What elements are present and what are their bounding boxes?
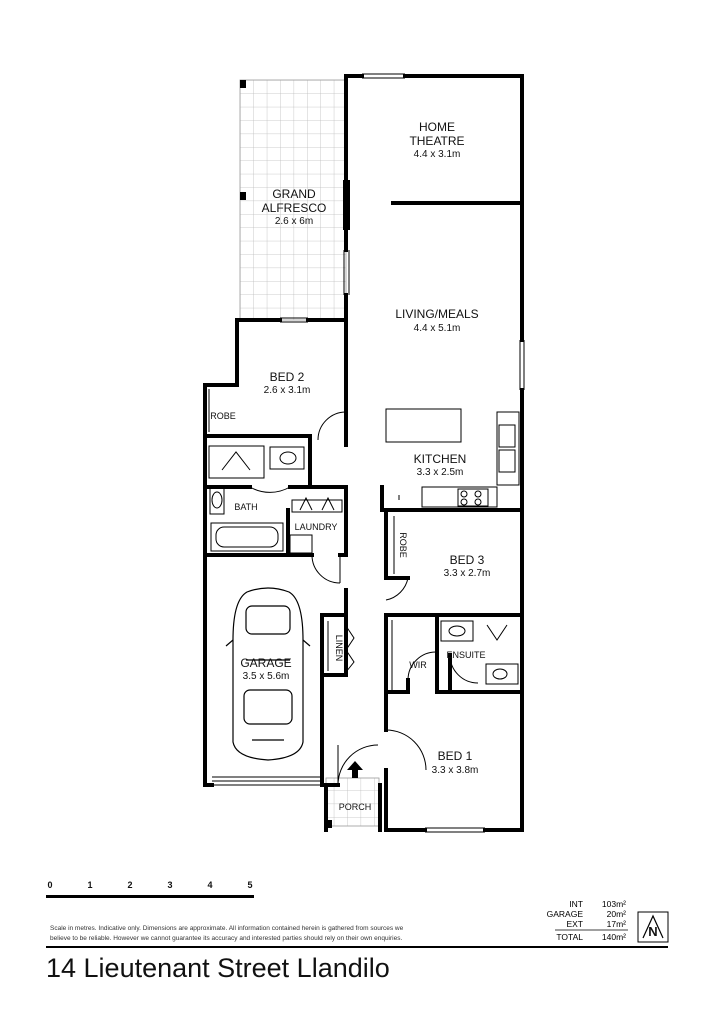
bathroom-fixtures	[208, 445, 519, 685]
scale-tick-label: 3	[167, 880, 172, 890]
garage-label: GARAGE	[240, 656, 291, 670]
scale-tick-label: 2	[127, 880, 132, 890]
wir-label: WIR	[409, 660, 427, 670]
columns	[240, 80, 350, 828]
area-summary: INT 103m² GARAGE 20m² EXT 17m² TOTAL 140…	[547, 899, 628, 942]
entry-arrow-icon	[347, 761, 363, 778]
kitchen-label: KITCHEN	[414, 452, 467, 466]
bath-label: BATH	[234, 502, 257, 512]
area-garage-label: GARAGE	[547, 909, 584, 919]
area-garage-value: 20m²	[607, 909, 627, 919]
home-theatre-dims: 4.4 x 3.1m	[414, 149, 461, 160]
door-swings	[249, 411, 479, 786]
robe-bed2-label: ROBE	[210, 411, 236, 421]
area-int-value: 103m²	[602, 899, 626, 909]
car-outline	[225, 587, 311, 761]
scale-tick-label: 1	[87, 880, 92, 890]
area-int-label: INT	[569, 899, 583, 909]
scale-tick-label: 4	[207, 880, 212, 890]
grand-alfresco-label: GRAND	[272, 187, 316, 201]
storage-details	[208, 389, 395, 690]
scale-tick-label: 5	[247, 880, 252, 890]
north-letter: N	[648, 924, 657, 939]
north-arrow-icon: N	[637, 911, 669, 943]
bed1-label: BED 1	[438, 749, 473, 763]
scale-bar: 0 1 2 3 4 5	[46, 880, 254, 898]
robe-bed3-label: ROBE	[398, 532, 408, 558]
bed2-dims: 2.6 x 3.1m	[264, 385, 311, 396]
bed3-label: BED 3	[450, 553, 485, 567]
bed2-label: BED 2	[270, 370, 305, 384]
kitchen-dims: 3.3 x 2.5m	[417, 467, 464, 478]
laundry-label: LAUNDRY	[295, 522, 338, 532]
windows	[212, 73, 525, 833]
area-ext-label: EXT	[566, 919, 583, 929]
linen-label: LINEN	[334, 635, 344, 662]
address-title: 14 Lieutenant Street Llandilo	[46, 953, 390, 983]
garage-dims: 3.5 x 5.6m	[243, 671, 290, 682]
scale-tick-label: 0	[47, 880, 52, 890]
living-meals-dims: 4.4 x 5.1m	[414, 323, 461, 334]
walls	[203, 74, 524, 832]
area-total-label: TOTAL	[556, 932, 583, 942]
area-total-value: 140m²	[602, 932, 626, 942]
alfresco-paving	[239, 79, 347, 321]
ensuite-label: ENSUITE	[446, 650, 485, 660]
home-theatre-label-line2: THEATRE	[409, 134, 464, 148]
bed3-dims: 3.3 x 2.7m	[444, 568, 491, 579]
area-ext-value: 17m²	[607, 919, 627, 929]
kitchen-fixtures	[385, 408, 520, 508]
living-meals-label: LIVING/MEALS	[395, 307, 478, 321]
disclaimer-line-2: believe to be reliable. However we canno…	[50, 935, 402, 942]
porch-label: PORCH	[339, 802, 372, 812]
home-theatre-label: HOME	[419, 120, 455, 134]
disclaimer-line-1: Scale in metres. Indicative only. Dimens…	[50, 925, 404, 932]
grand-alfresco-label-line2: ALFRESCO	[262, 201, 327, 215]
bed1-dims: 3.3 x 3.8m	[432, 765, 479, 776]
grand-alfresco-dims: 2.6 x 6m	[275, 216, 313, 227]
